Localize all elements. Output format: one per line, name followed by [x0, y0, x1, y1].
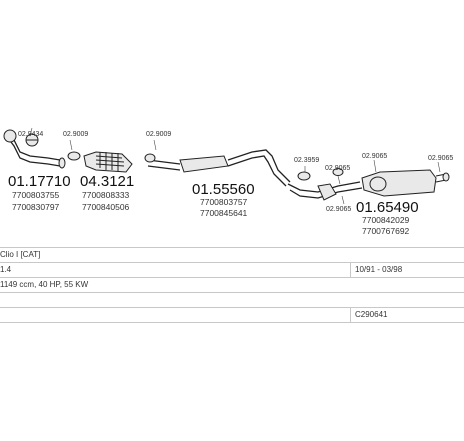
part4-clamp-label-4: 02.9065: [428, 155, 453, 162]
part4-clamp-label-1: 02.3959: [294, 157, 319, 164]
part1-oe-number-1: 7700803755: [12, 190, 60, 200]
part1-oe-number-2: 7700830797: [12, 202, 60, 212]
part2-clamp-label: 02.9009: [63, 131, 88, 138]
part4-clamp-label-5: 02.9065: [326, 206, 351, 213]
engine-specs: 1149 ccm, 40 HP, 55 KW: [0, 280, 89, 289]
part4-oe-number-1: 7700842029: [362, 215, 410, 225]
vehicle-info-table: Clio I [CAT] 1.4 10/91 - 03/98 1149 ccm,…: [0, 247, 464, 323]
engine-size: 1.4: [0, 265, 12, 274]
vehicle-model: Clio I [CAT]: [0, 250, 41, 259]
part1-clamp-label: 02.9434: [18, 131, 43, 138]
part2-oe-number-2: 7700840506: [82, 202, 130, 212]
part4-clamp-label-2: 02.9065: [325, 165, 350, 172]
info-row-blank: [0, 292, 464, 307]
part4-oe-number-2: 7700767692: [362, 226, 410, 236]
part4-code: 01.65490: [356, 199, 419, 216]
part3-oe-number-1: 7700803757: [200, 197, 248, 207]
part2-oe-number-1: 7700808333: [82, 190, 130, 200]
part3-code: 01.55560: [192, 181, 255, 198]
rear-silencer-drawing: [287, 159, 450, 205]
info-row-specs: 1149 ccm, 40 HP, 55 KW: [0, 277, 464, 292]
part4-clamp-label-3: 02.9065: [362, 153, 387, 160]
info-row-catalog: C290641: [0, 307, 464, 323]
production-years: 10/91 - 03/98: [355, 265, 403, 274]
catalog-number: C290641: [355, 310, 388, 319]
column-divider: [350, 308, 351, 322]
part3-oe-number-2: 7700845641: [200, 208, 248, 218]
column-divider: [350, 263, 351, 277]
front-pipe-drawing: [3, 127, 66, 169]
part3-clamp-label: 02.9009: [146, 131, 171, 138]
info-row-model: Clio I [CAT]: [0, 247, 464, 262]
middle-silencer-drawing: [144, 139, 291, 187]
catalytic-converter-drawing: [67, 139, 133, 173]
exhaust-system-diagram: 02.9434 01.17710 7700803755 7700830797 0…: [3, 127, 453, 236]
info-row-engine: 1.4 10/91 - 03/98: [0, 262, 464, 277]
part2-code: 04.3121: [80, 173, 134, 190]
part1-code: 01.17710: [8, 173, 71, 190]
